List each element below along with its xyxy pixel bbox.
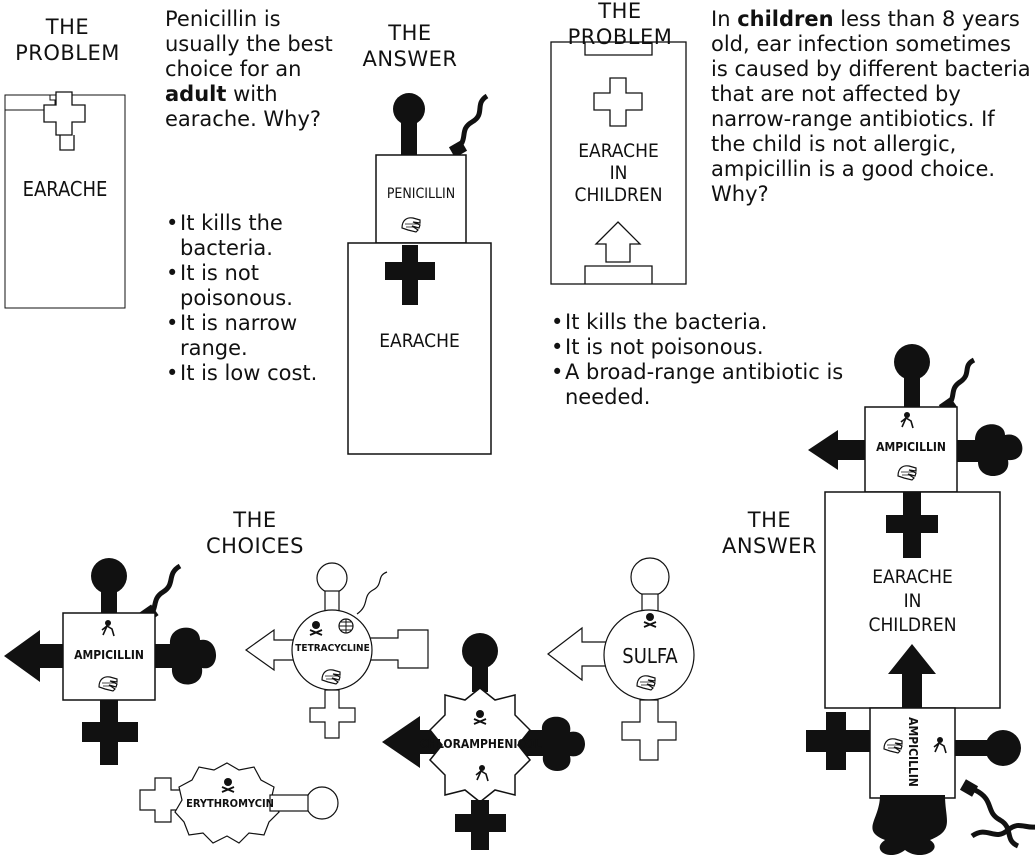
penicillin-answer-pieces bbox=[347, 93, 492, 455]
label-line: IN bbox=[609, 162, 628, 184]
heading-line: ANSWER bbox=[362, 47, 458, 71]
reason-item: It kills the bacteria. bbox=[551, 310, 861, 335]
choice-erythromycin-label: ERYTHROMYCIN bbox=[186, 797, 274, 810]
ampicillin-intro-text: In children less than 8 years old, ear i… bbox=[711, 7, 1033, 207]
left-problem-heading: THE PROBLEM bbox=[0, 14, 135, 66]
intro-text-part: less than 8 years old, ear infection som… bbox=[711, 7, 1031, 206]
choice-ampicillin-piece bbox=[4, 558, 217, 765]
heading-line: THE bbox=[747, 508, 792, 532]
choice-chloramphenicol-label: CHLORAMPHENICOL bbox=[420, 737, 542, 751]
choice-erythromycin-piece bbox=[139, 762, 339, 844]
penicillin-intro-text: Penicillin is usually the best choice fo… bbox=[165, 7, 340, 132]
ampicillin-vertical-label: AMPICILLIN bbox=[906, 717, 920, 787]
label-line: EARACHE bbox=[872, 566, 953, 588]
reason-item: It is low cost. bbox=[166, 361, 326, 386]
choice-ampicillin-label: AMPICILLIN bbox=[74, 648, 144, 662]
heading-line: THE bbox=[45, 15, 90, 39]
choice-sulfa-label: SULFA bbox=[622, 644, 678, 668]
intro-text-part: with earache. Why? bbox=[165, 82, 322, 131]
choices-heading: THE CHOICES bbox=[200, 507, 310, 559]
heading-line: ANSWER bbox=[721, 534, 818, 558]
penicillin-reasons-list: It kills the bacteria. It is not poisono… bbox=[166, 211, 326, 386]
children-problem-label: EARACHE IN CHILDREN bbox=[551, 140, 686, 206]
earache-problem-label: EARACHE bbox=[22, 177, 108, 201]
reason-item: A broad-range antibiotic is needed. bbox=[551, 360, 861, 410]
ampicillin-reasons-list: It kills the bacteria. It is not poisono… bbox=[551, 310, 861, 410]
right-answer-heading: THE ANSWER bbox=[712, 507, 827, 559]
intro-text-emphasis: adult bbox=[165, 82, 227, 106]
earache-problem-card bbox=[4, 91, 126, 309]
ampicillin-answer-piece-label: AMPICILLIN bbox=[876, 440, 946, 454]
heading-line: THE bbox=[598, 0, 642, 23]
reason-item: It is not poisonous. bbox=[166, 261, 326, 311]
right-problem-heading: THE PROBLEM bbox=[555, 0, 685, 50]
children-answer-pieces bbox=[806, 344, 1035, 856]
intro-text-emphasis: children bbox=[737, 7, 834, 31]
choice-sulfa-piece bbox=[547, 557, 695, 761]
heading-line: PROBLEM bbox=[15, 41, 120, 65]
choice-chloramphenicol-piece bbox=[382, 633, 585, 850]
label-line: CHILDREN bbox=[868, 614, 957, 636]
intro-text-part: Penicillin is usually the best choice fo… bbox=[165, 7, 333, 81]
penicillin-piece-label: PENICILLIN bbox=[386, 186, 456, 202]
choice-tetracycline-label: TETRACYCLINE bbox=[295, 643, 370, 654]
intro-text-part: In bbox=[711, 7, 738, 31]
heading-line: PROBLEM bbox=[567, 25, 673, 49]
reason-item: It is narrow range. bbox=[166, 311, 326, 361]
children-problem-card bbox=[550, 41, 687, 285]
earache-answer-label: EARACHE bbox=[379, 330, 460, 352]
reason-item: It is not poisonous. bbox=[551, 335, 861, 360]
reason-item: It kills the bacteria. bbox=[166, 211, 326, 261]
heading-line: THE bbox=[388, 21, 432, 45]
label-line: CHILDREN bbox=[574, 184, 663, 206]
label-line: IN bbox=[903, 590, 922, 612]
heading-line: CHOICES bbox=[206, 534, 304, 558]
left-answer-heading: THE ANSWER bbox=[355, 20, 465, 72]
heading-line: THE bbox=[233, 508, 277, 532]
label-line: EARACHE bbox=[578, 140, 659, 162]
choice-tetracycline-piece bbox=[244, 562, 429, 739]
children-answer-label: EARACHE IN CHILDREN bbox=[825, 565, 1000, 637]
